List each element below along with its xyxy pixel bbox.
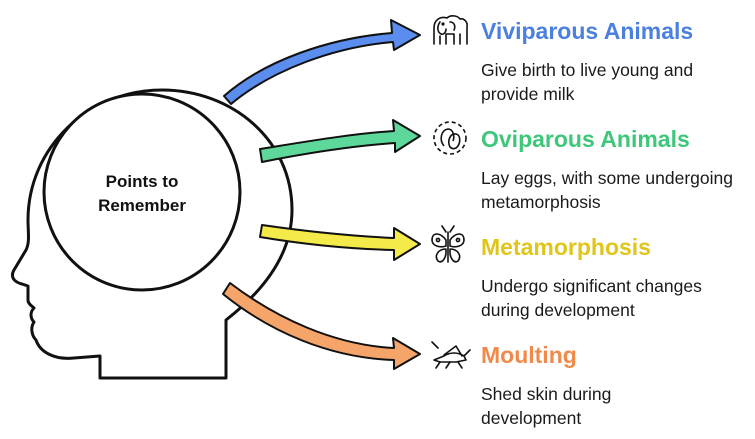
arrow-moulting bbox=[222, 282, 421, 370]
elephant-icon bbox=[433, 15, 468, 45]
item-title-moulting: Moulting bbox=[481, 342, 577, 368]
item-desc-oviparous: Lay eggs, with some undergoing metamorph… bbox=[481, 168, 733, 212]
arrow-oviparous bbox=[259, 119, 421, 163]
egg-icon bbox=[433, 121, 467, 155]
item-desc-moulting: Shed skin during development bbox=[481, 384, 612, 428]
item-title-oviparous: Oviparous Animals bbox=[481, 126, 690, 152]
center-circle bbox=[42, 92, 242, 292]
item-desc-viviparous: Give birth to live young and provide mil… bbox=[481, 60, 694, 104]
center-label: Points to Remember bbox=[98, 172, 186, 215]
arrow-metamorphosis bbox=[259, 224, 421, 261]
grasshopper-icon bbox=[431, 341, 471, 369]
item-title-viviparous: Viviparous Animals bbox=[481, 18, 694, 44]
item-desc-metamorphosis: Undergo significant changes during devel… bbox=[481, 276, 702, 320]
arrow-viviparous bbox=[223, 19, 421, 105]
butterfly-icon bbox=[431, 225, 465, 263]
item-title-metamorphosis: Metamorphosis bbox=[481, 234, 651, 260]
